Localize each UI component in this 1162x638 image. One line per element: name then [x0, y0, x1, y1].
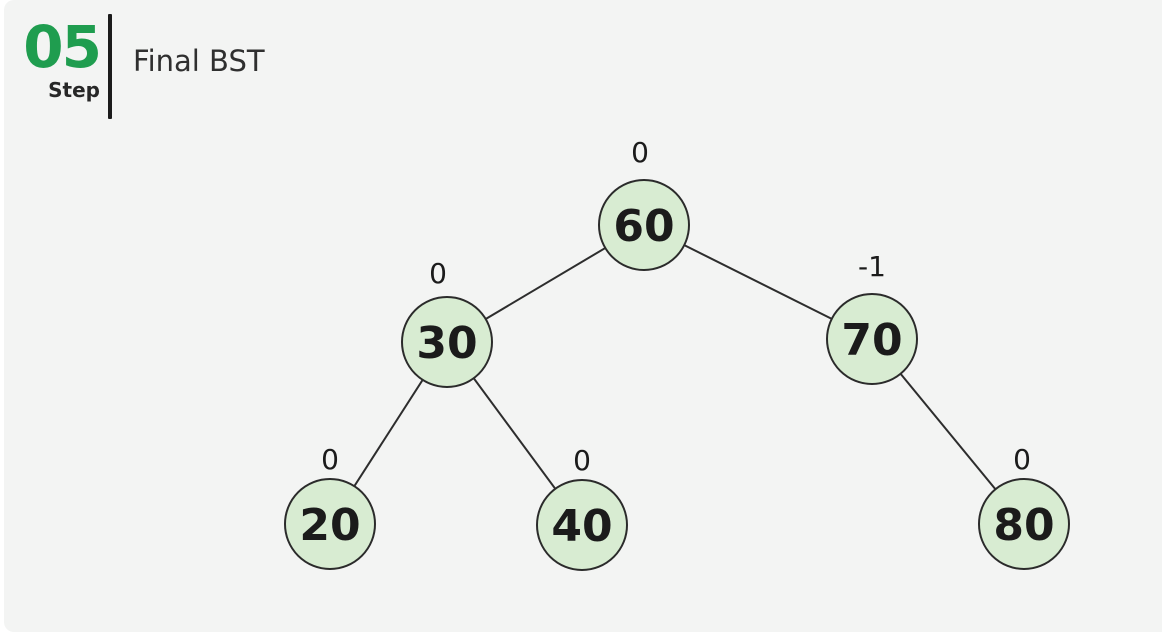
tree-node-80: 80 0: [978, 443, 1070, 570]
balance-factor-80: 0: [1013, 443, 1031, 476]
node-circle-80: [978, 478, 1070, 570]
node-value-80: 80: [993, 500, 1054, 551]
tree-node-20: 20 0: [284, 443, 376, 570]
page-title: Final BST: [133, 44, 265, 78]
tree-node-70: 70 -1: [826, 250, 918, 385]
step-number: 05: [23, 13, 102, 81]
tree-node-40: 40 0: [536, 444, 628, 571]
balance-factor-70: -1: [858, 250, 886, 283]
node-circle-40: [536, 479, 628, 571]
tree-node-30: 30 0: [401, 257, 493, 388]
balance-factor-30: 0: [429, 257, 447, 290]
balance-factor-60: 0: [631, 136, 649, 169]
node-circle-20: [284, 478, 376, 570]
node-value-30: 30: [416, 318, 477, 369]
step-block: 05 Step: [20, 13, 102, 103]
node-circle-60: [598, 179, 690, 271]
balance-factor-40: 0: [573, 444, 591, 477]
node-circle-70: [826, 293, 918, 385]
node-value-20: 20: [299, 500, 360, 551]
balance-factor-20: 0: [321, 443, 339, 476]
header: 05 Step Final BST: [0, 0, 1162, 130]
node-value-40: 40: [551, 501, 612, 552]
header-divider: [108, 14, 112, 119]
node-value-70: 70: [841, 315, 902, 366]
node-circle-30: [401, 296, 493, 388]
tree-node-60: 60 0: [598, 136, 690, 271]
step-label: Step: [48, 78, 100, 103]
node-value-60: 60: [613, 201, 674, 252]
